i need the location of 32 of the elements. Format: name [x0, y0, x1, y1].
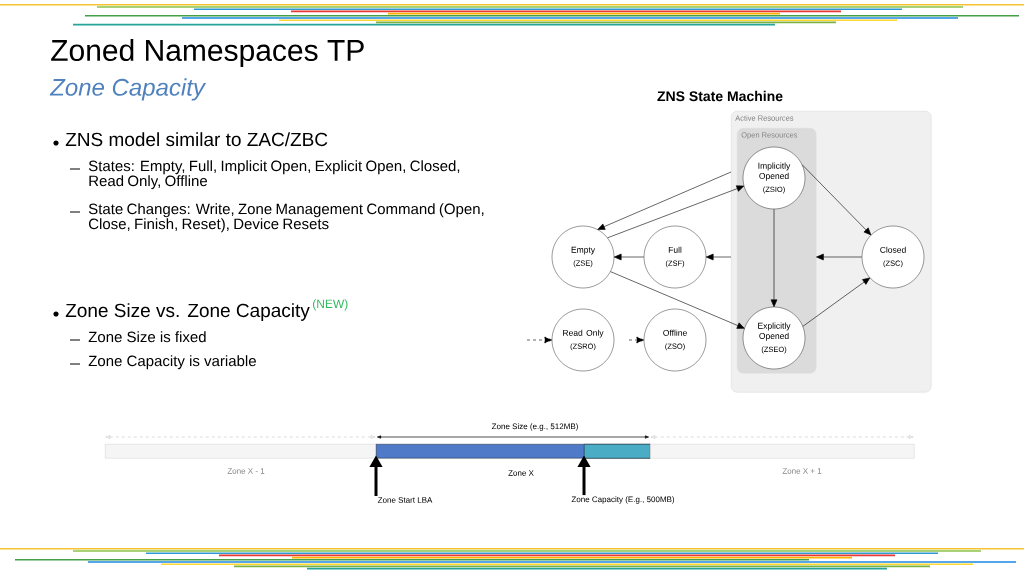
pointer-label: Zone Start LBA [377, 497, 433, 503]
arrow [526, 336, 553, 344]
bullet-text: Zone Capacity is variable [88, 355, 256, 370]
node-label: Zone X [508, 470, 534, 476]
arrow [369, 455, 383, 496]
title: Zoned Namespaces TP [51, 39, 364, 67]
arrow [577, 455, 591, 496]
subtitle: Zone Capacity [49, 78, 207, 101]
bullet-text: States: Empty, Full, Implicit Open, Explicit Open, Closed, Read Only, Offline [88, 160, 460, 190]
arrow [607, 185, 745, 239]
bullet-text: ZNS model similar to ZAC/ZBC [65, 132, 328, 147]
arrow [613, 253, 645, 261]
arrow [705, 253, 732, 261]
superscript: (NEW) [313, 299, 348, 311]
arrow [802, 164, 872, 236]
node-label: Zone X + 1 [782, 468, 822, 474]
bullet-text: Zone Size is fixed [88, 331, 206, 343]
bullet-text: State Changes: Write, Zone Management Command (Open, Close, Finish, Reset), Device Resets [88, 203, 484, 233]
zone-bar: Zone X + 1 [650, 444, 915, 474]
zone-bar: Zone X - 1 [105, 444, 377, 474]
arrow [802, 277, 871, 327]
arrow [610, 271, 745, 329]
arrow [628, 336, 645, 344]
arrow [597, 171, 732, 230]
pointer-label: Zone Capacity (E.g., 500MB) [571, 496, 675, 504]
dimension-label: Zone Size (e.g., 512MB) [491, 423, 578, 431]
node-label: Zone X - 1 [227, 468, 265, 474]
arrow [816, 253, 863, 261]
zone-bar [584, 444, 651, 459]
bullet-text: Zone Size vs. Zone Capacity [65, 303, 310, 321]
heading: ZNS State Machine [657, 90, 783, 102]
arrow [770, 208, 778, 308]
